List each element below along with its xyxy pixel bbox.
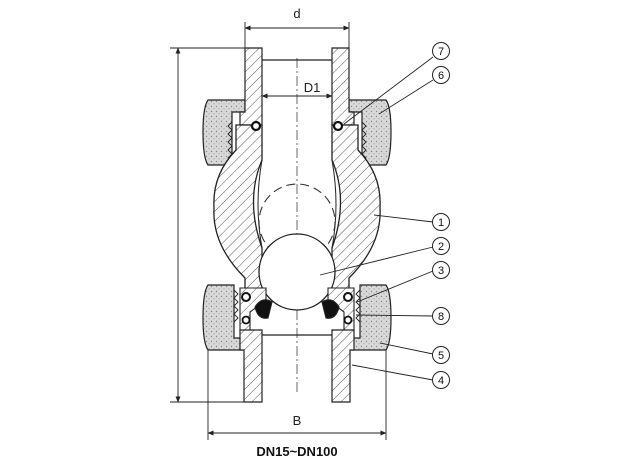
callout-balloon-5: 5 — [432, 346, 450, 364]
dimension-d1 — [261, 90, 333, 110]
callout-balloon-7: 7 — [432, 42, 450, 60]
size-range-caption: DN15~DN100 — [256, 444, 337, 459]
dimension-b — [207, 350, 387, 440]
dimension-b-label: B — [293, 413, 302, 428]
callout-balloon-2: 2 — [432, 237, 450, 255]
svg-text:8: 8 — [438, 311, 444, 323]
upper-o-ring-right — [332, 120, 344, 132]
callout-balloon-3: 3 — [432, 261, 450, 279]
upper-o-ring-left — [250, 120, 262, 132]
ball — [258, 233, 336, 311]
dimension-height — [170, 47, 245, 403]
svg-text:6: 6 — [438, 70, 444, 82]
body-bore — [257, 159, 337, 249]
dimension-d-label: d — [293, 6, 300, 21]
upper-union-nut — [202, 99, 392, 166]
callout-balloon-4: 4 — [432, 371, 450, 389]
callout-leaders — [319, 56, 434, 381]
svg-text:5: 5 — [438, 350, 444, 362]
thread-marks — [227, 121, 367, 323]
svg-text:4: 4 — [438, 375, 444, 387]
lower-union-nut — [202, 284, 392, 351]
svg-text:1: 1 — [438, 217, 444, 229]
valve-body — [213, 124, 381, 291]
callout-balloon-6: 6 — [432, 66, 450, 84]
lower-seat-assembly — [239, 287, 355, 331]
callout-balloon-8: 8 — [432, 307, 450, 325]
dimension-d1-label: D1 — [304, 80, 321, 95]
bottom-end-connector — [239, 329, 355, 403]
dimension-d — [244, 22, 350, 48]
svg-text:2: 2 — [438, 241, 444, 253]
svg-text:7: 7 — [438, 46, 444, 58]
callout-balloon-1: 1 — [432, 213, 450, 231]
svg-text:3: 3 — [438, 265, 444, 277]
